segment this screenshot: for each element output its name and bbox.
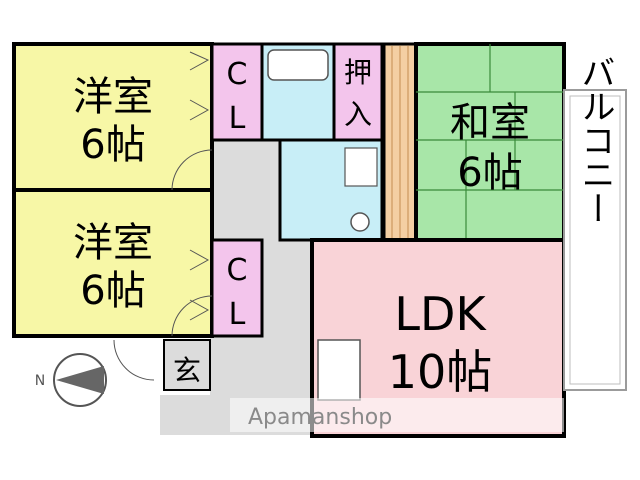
- entrance: [163, 339, 211, 391]
- japanese-room-name: 和室: [450, 100, 530, 146]
- compass: N: [35, 353, 107, 407]
- oshiire-label-bottom: 入: [344, 98, 372, 131]
- western-room-1-size: 6帖: [80, 122, 145, 168]
- compass-label: N: [35, 373, 45, 389]
- balcony: [563, 89, 627, 391]
- closet-1-label-bottom: L: [229, 101, 246, 136]
- watermark-band: [230, 398, 564, 432]
- western-room-2-name: 洋室: [73, 220, 153, 266]
- toilet: [350, 212, 370, 232]
- oshiire: [332, 42, 384, 142]
- closet-2: [210, 238, 264, 338]
- tatami-lines: [416, 44, 564, 240]
- kitchen-counter: [317, 339, 361, 401]
- door-swing-2: [171, 295, 213, 337]
- door-swing-3: [113, 339, 155, 381]
- japanese-room-size: 6帖: [457, 150, 522, 196]
- entrance-label: 玄: [173, 354, 201, 387]
- closet-2-label-bottom: L: [229, 297, 246, 332]
- watermark-text: Apamanshop: [248, 405, 392, 430]
- balcony-label: バルコニー: [575, 55, 615, 225]
- closet-1-label-top: C: [227, 57, 248, 92]
- oshiire-label-top: 押: [344, 56, 372, 89]
- compass-arrow-icon: [56, 366, 104, 394]
- washbasin: [344, 147, 378, 187]
- ldk-name: LDK: [394, 287, 487, 341]
- ldk-size: 10帖: [388, 345, 493, 399]
- closet-2-label-top: C: [227, 253, 248, 288]
- door-swing-1: [171, 149, 213, 191]
- western-room-1-name: 洋室: [73, 74, 153, 120]
- bathtub: [267, 49, 329, 81]
- western-room-2-size: 6帖: [80, 268, 145, 314]
